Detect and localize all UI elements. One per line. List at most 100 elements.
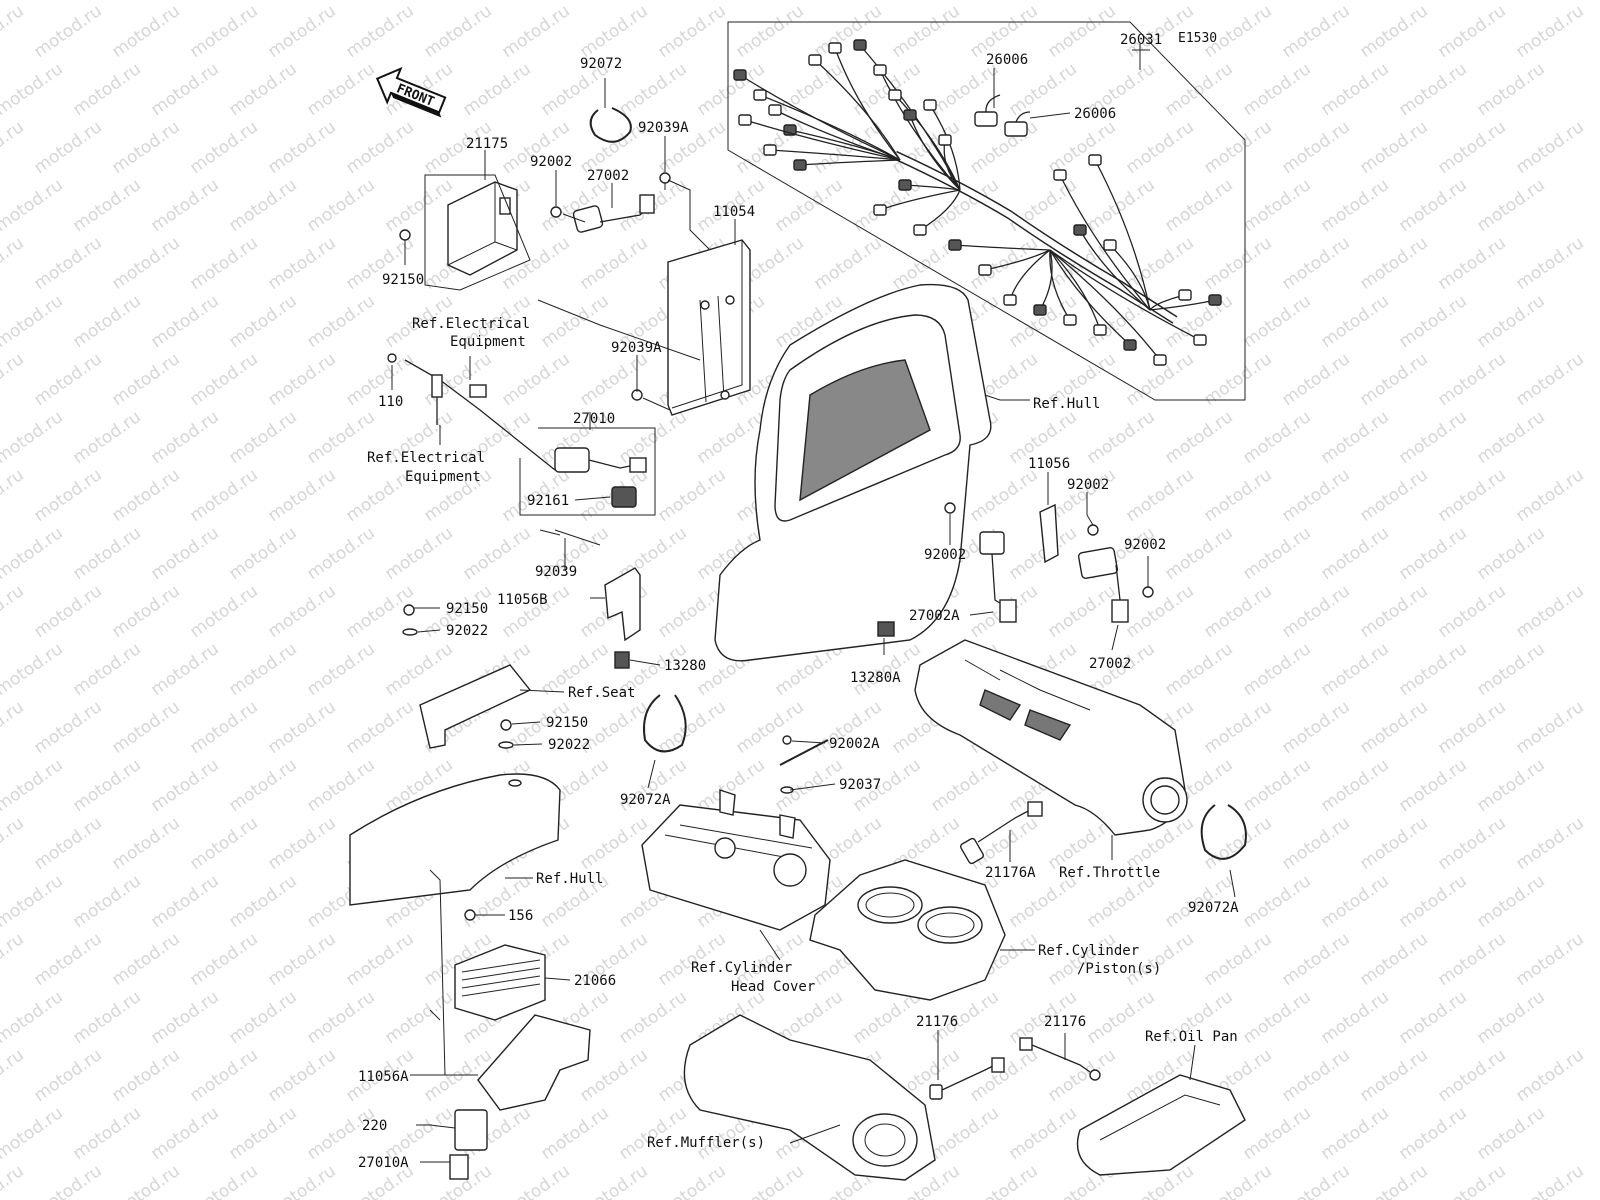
watermark-text: motod.ru xyxy=(1395,523,1470,584)
watermark-text: motod.ru xyxy=(1512,233,1587,294)
watermark-text: motod.ru xyxy=(1356,581,1431,642)
harness-connector xyxy=(938,134,952,146)
label-92002-top: 92002 xyxy=(530,154,572,170)
watermark-text: motod.ru xyxy=(1239,639,1314,700)
watermark-text: motod.ru xyxy=(186,581,261,642)
watermark-text: motod.ru xyxy=(459,0,534,4)
harness-wire xyxy=(1079,229,1151,311)
harness-connector xyxy=(1103,239,1117,251)
watermark-text: motod.ru xyxy=(30,929,105,990)
watermark-text: motod.ru xyxy=(69,407,144,468)
watermark-text: motod.ru xyxy=(1122,465,1197,526)
label-92022-low: 92022 xyxy=(548,737,590,753)
watermark-text: motod.ru xyxy=(1395,175,1470,236)
watermark-text: motod.ru xyxy=(1317,1103,1392,1164)
watermark-text: motod.ru xyxy=(30,697,105,758)
watermark-text: motod.ru xyxy=(888,1,963,62)
watermark-text: motod.ru xyxy=(654,697,729,758)
watermark-text: motod.ru xyxy=(225,59,300,120)
watermark-text: motod.ru xyxy=(576,813,651,874)
tie-92037 xyxy=(779,739,829,766)
watermark-text: motod.ru xyxy=(186,697,261,758)
watermark-text: motod.ru xyxy=(1473,291,1548,352)
watermark-text: motod.ru xyxy=(69,871,144,932)
watermark-text: motod.ru xyxy=(1278,349,1353,410)
watermark-text: motod.ru xyxy=(381,987,456,1048)
watermark-text: motod.ru xyxy=(147,987,222,1048)
watermark-text: motod.ru xyxy=(264,1045,339,1106)
watermark-text: motod.ru xyxy=(1434,581,1509,642)
watermark-text: motod.ru xyxy=(264,117,339,178)
watermark-text: motod.ru xyxy=(30,1161,105,1200)
watermark-text: motod.ru xyxy=(459,523,534,584)
harness-connector xyxy=(1178,289,1192,301)
part-labels: 92072 92039A 92002 27002 21175 11054 921… xyxy=(358,32,1239,1171)
label-27010: 27010 xyxy=(573,411,615,427)
label-26006-b: 26006 xyxy=(1074,106,1116,122)
watermark-text: motod.ru xyxy=(1005,1103,1080,1164)
watermark-text: motod.ru xyxy=(108,697,183,758)
watermark-text: motod.ru xyxy=(1356,813,1431,874)
harness-connector xyxy=(1208,294,1222,306)
watermark-text: motod.ru xyxy=(1395,987,1470,1048)
watermark-text: motod.ru xyxy=(1239,407,1314,468)
watermark-text: motod.ru xyxy=(1356,1161,1431,1200)
watermark-text: motod.ru xyxy=(498,1161,573,1200)
harness-connector xyxy=(873,204,887,216)
watermark-text: motod.ru xyxy=(654,1,729,62)
watermark-text: motod.ru xyxy=(1434,929,1509,990)
harness-connector xyxy=(1063,314,1077,326)
label-11056B: 11056B xyxy=(497,592,548,608)
watermark-text: motod.ru xyxy=(303,59,378,120)
watermark-text: motod.ru xyxy=(966,233,1041,294)
watermark-text: motod.ru xyxy=(1512,349,1587,410)
watermark-text: motod.ru xyxy=(1239,291,1314,352)
watermark-text: motod.ru xyxy=(108,465,183,526)
watermark-text: motod.ru xyxy=(537,291,612,352)
watermark-text: motod.ru xyxy=(1200,929,1275,990)
harness-wire xyxy=(759,94,901,161)
watermark-text: motod.ru xyxy=(1512,813,1587,874)
watermark-text: motod.ru xyxy=(1512,697,1587,758)
harness-connector xyxy=(1003,294,1017,306)
harness-wire xyxy=(954,244,1051,251)
watermark-text: motod.ru xyxy=(1278,465,1353,526)
watermark-text: motod.ru xyxy=(1317,755,1392,816)
watermark-text: motod.ru xyxy=(1473,987,1548,1048)
watermark-text: motod.ru xyxy=(69,175,144,236)
watermark-text: motod.ru xyxy=(264,929,339,990)
label-92002-r1: 92002 xyxy=(1067,477,1109,493)
watermark-text: motod.ru xyxy=(1317,175,1392,236)
watermark-text: motod.ru xyxy=(1473,175,1548,236)
watermark-text: motod.ru xyxy=(303,291,378,352)
watermark-text: motod.ru xyxy=(108,1161,183,1200)
watermark-text: motod.ru xyxy=(30,117,105,178)
watermark-text: motod.ru xyxy=(1161,0,1236,4)
label-21066: 21066 xyxy=(574,973,616,989)
watermark-text: motod.ru xyxy=(927,1103,1002,1164)
label-92022-mid: 92022 xyxy=(446,623,488,639)
watermark-text: motod.ru xyxy=(1044,581,1119,642)
watermark-text: motod.ru xyxy=(849,0,924,4)
watermark-text: motod.ru xyxy=(30,465,105,526)
watermark-text: motod.ru xyxy=(1278,233,1353,294)
harness-wire xyxy=(789,129,901,161)
label-ref-electrical-2a: Ref.Electrical xyxy=(367,450,485,466)
watermark-text: motod.ru xyxy=(381,639,456,700)
harness-connector xyxy=(1053,169,1067,181)
watermark-text: motod.ru xyxy=(1200,1161,1275,1200)
harness-connector xyxy=(978,264,992,276)
label-92161: 92161 xyxy=(527,493,569,509)
watermark-text: motod.ru xyxy=(0,581,28,642)
harness-wire xyxy=(1049,249,1161,361)
watermark-text: motod.ru xyxy=(1356,929,1431,990)
watermark-text: motod.ru xyxy=(1434,465,1509,526)
watermark-text: motod.ru xyxy=(1434,697,1509,758)
watermark-text: motod.ru xyxy=(615,987,690,1048)
leader-lines xyxy=(391,44,1236,1163)
watermark-text: motod.ru xyxy=(225,755,300,816)
watermark-text: motod.ru xyxy=(1512,1161,1587,1200)
watermark-text: motod.ru xyxy=(1473,871,1548,932)
watermark-text: motod.ru xyxy=(147,523,222,584)
watermark-text: motod.ru xyxy=(1044,1,1119,62)
